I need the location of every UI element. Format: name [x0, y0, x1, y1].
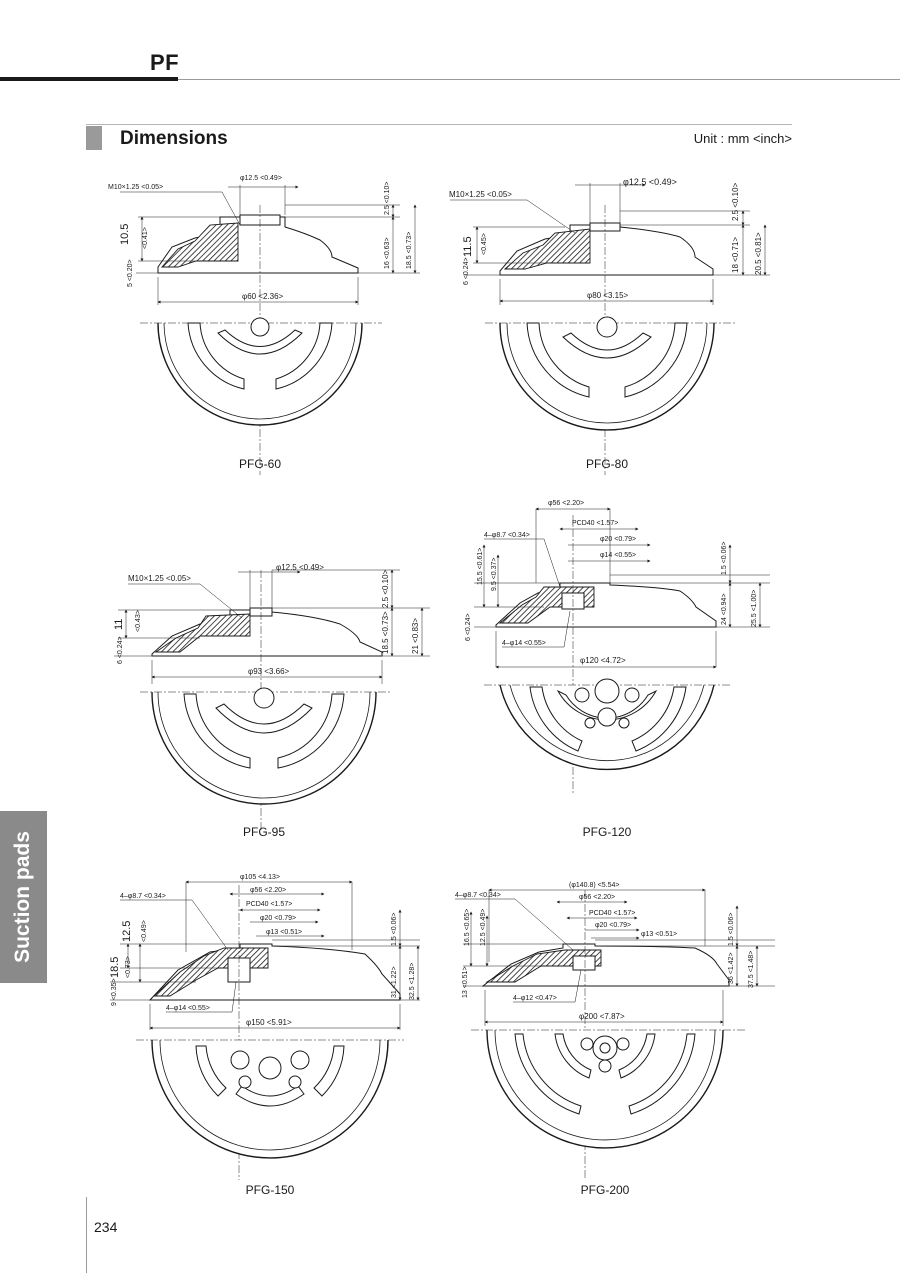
- series-title: PF: [150, 50, 180, 75]
- dim-bottom-holes: 4–φ12 <0.47>: [513, 995, 557, 1002]
- dim-bore-dia: φ13 <0.51>: [641, 931, 677, 938]
- dim-lip: 6 <0.24>: [117, 636, 124, 664]
- dim-outer-dia: φ120 <4.72>: [580, 656, 626, 665]
- dim-height-a-mm: 12.5: [121, 921, 133, 942]
- side-tab: [0, 811, 47, 983]
- dim-total: 25.5 <1.00>: [751, 590, 758, 627]
- section-title: Dimensions: [120, 128, 228, 149]
- dim-boss-dia: φ20 <0.79>: [595, 922, 631, 929]
- dim-bore-dia: φ14 <0.55>: [600, 552, 636, 559]
- dim-boss-dia: φ20 <0.79>: [260, 915, 296, 922]
- side-tab-label: Suction pads: [11, 831, 34, 963]
- dim-lip: 9 <0.35>: [111, 978, 118, 1006]
- dim-pcd: PCD40 <1.57>: [572, 520, 618, 527]
- dim-lip: 5 <0.20>: [127, 259, 134, 287]
- dim-flange-dia: φ56 <2.20>: [250, 887, 286, 894]
- dim-top-dia: φ12.5 <0.49>: [276, 563, 324, 572]
- drawing-pfg-120: φ56 <2.20> 4–φ8.7 <0.34> PCD40 <1.57> φ2…: [465, 500, 770, 839]
- dim-left-upper: 15.5 <0.61>: [477, 548, 484, 585]
- page-number: 234: [94, 1219, 118, 1235]
- drawing-pfg-150: φ105 <4.13> 4–φ8.7 <0.34> φ56 <2.20> PCD…: [109, 874, 420, 1197]
- dim-thread: M10×1.25 <0.05>: [108, 184, 163, 191]
- dim-lip: 6 <0.24>: [463, 257, 470, 285]
- dim-mount-holes: 4–φ8.7 <0.34>: [120, 893, 166, 900]
- dim-bore-dia: φ13 <0.51>: [266, 929, 302, 936]
- dim-top-dia: φ12.5 <0.49>: [240, 175, 282, 182]
- dim-flange-dia: φ56 <2.20>: [579, 894, 615, 901]
- dim-mount-holes: 4–φ8.7 <0.34>: [455, 892, 501, 899]
- dim-outer-dia: φ150 <5.91>: [246, 1018, 292, 1027]
- dim-outer-dia: φ93 <3.66>: [248, 667, 290, 676]
- dim-top-gap: 2.5 <0.10>: [731, 182, 740, 221]
- dim-top-gap: 1.5 <0.06>: [728, 913, 735, 946]
- dim-total: 20.5 <0.81>: [754, 232, 763, 275]
- dim-top-gap: 2.5 <0.10>: [384, 182, 391, 215]
- dim-height-b-in: <0.73>: [125, 956, 132, 978]
- dim-outer-dia: φ200 <7.87>: [579, 1012, 625, 1021]
- drawing-pfg-80: φ12.5 <0.49> M10×1.25 <0.05> 11.5 <0.45>…: [449, 177, 770, 475]
- dim-bottom-holes: 4–φ14 <0.55>: [166, 1005, 210, 1012]
- dim-height-mm: 10.5: [119, 224, 131, 245]
- dim-thread: M10×1.25 <0.05>: [449, 190, 512, 199]
- dim-left-mid: 9.5 <0.37>: [491, 558, 498, 591]
- model-label-pfg-80: PFG-80: [586, 457, 628, 471]
- dim-pcd: PCD40 <1.57>: [589, 910, 635, 917]
- dim-top-gap: 1.5 <0.06>: [721, 542, 728, 575]
- model-label-pfg-150: PFG-150: [246, 1183, 295, 1197]
- dim-height-in: <0.41>: [142, 227, 149, 249]
- section-marker: [86, 126, 102, 150]
- dim-height-in: <0.45>: [481, 233, 488, 255]
- dim-total: 18.5 <0.73>: [406, 232, 413, 269]
- section-rule: [86, 124, 792, 125]
- dim-top-dia: φ12.5 <0.49>: [623, 177, 677, 187]
- dim-left-mid: 12.5 <0.49>: [480, 909, 487, 946]
- dim-body: 31 <1.22>: [391, 966, 398, 998]
- dim-height-mm: 11: [113, 619, 125, 630]
- dim-height-a-in: <0.49>: [141, 920, 148, 942]
- dim-lip: 6 <0.24>: [465, 613, 472, 641]
- dim-body: 36 <1.42>: [728, 952, 735, 984]
- dim-body: 24 <0.94>: [721, 593, 728, 625]
- dim-body: 18.5 <0.73>: [381, 611, 390, 654]
- header-rule: [178, 79, 900, 80]
- header-bar: [0, 77, 178, 81]
- model-label-pfg-95: PFG-95: [243, 825, 285, 839]
- dim-mount-holes: 4–φ8.7 <0.34>: [484, 532, 530, 539]
- dim-thread: M10×1.25 <0.05>: [128, 574, 191, 583]
- dim-total: 32.5 <1.28>: [409, 963, 416, 1000]
- drawing-pfg-95: φ12.5 <0.49> M10×1.25 <0.05> 11 <0.43> 6…: [113, 563, 430, 839]
- model-label-pfg-120: PFG-120: [583, 825, 632, 839]
- dim-boss-dia: φ20 <0.79>: [600, 536, 636, 543]
- dim-left-upper: 16.5 <0.65>: [464, 909, 471, 946]
- model-label-pfg-200: PFG-200: [581, 1183, 630, 1197]
- page-rule: [86, 1197, 87, 1273]
- dim-height-mm: 11.5: [462, 236, 474, 257]
- dim-outer-dia: φ60 <2.36>: [242, 292, 284, 301]
- dim-total: 21 <0.83>: [411, 618, 420, 654]
- dim-top-gap: 2.5 <0.10>: [381, 569, 390, 608]
- model-label-pfg-60: PFG-60: [239, 457, 281, 471]
- dim-pcd: PCD40 <1.57>: [246, 901, 292, 908]
- dim-lip: 13 <0.51>: [462, 966, 469, 998]
- dim-body: 18 <0.71>: [731, 237, 740, 273]
- dim-outer-top-dia: (φ140.8) <5.54>: [569, 882, 619, 889]
- drawing-pfg-200: 4–φ8.7 <0.34> (φ140.8) <5.54> φ56 <2.20>…: [455, 882, 775, 1197]
- dim-flange-dia: φ56 <2.20>: [548, 500, 584, 507]
- dim-body: 16 <0.63>: [384, 237, 391, 269]
- dim-outer-dia: φ80 <3.15>: [587, 291, 629, 300]
- drawing-pfg-60: φ12.5 <0.49> M10×1.25 <0.05> 10.5 <0.41>…: [108, 175, 420, 475]
- dim-bottom-holes: 4–φ14 <0.55>: [502, 640, 546, 647]
- dim-height-in: <0.43>: [135, 610, 142, 632]
- dim-height-b-mm: 18.5: [109, 957, 121, 978]
- dim-top-gap: 1.5 <0.06>: [391, 913, 398, 946]
- dim-total: 37.5 <1.48>: [748, 951, 755, 988]
- unit-note: Unit : mm <inch>: [693, 131, 792, 146]
- dim-outer-top-dia: φ105 <4.13>: [240, 874, 280, 881]
